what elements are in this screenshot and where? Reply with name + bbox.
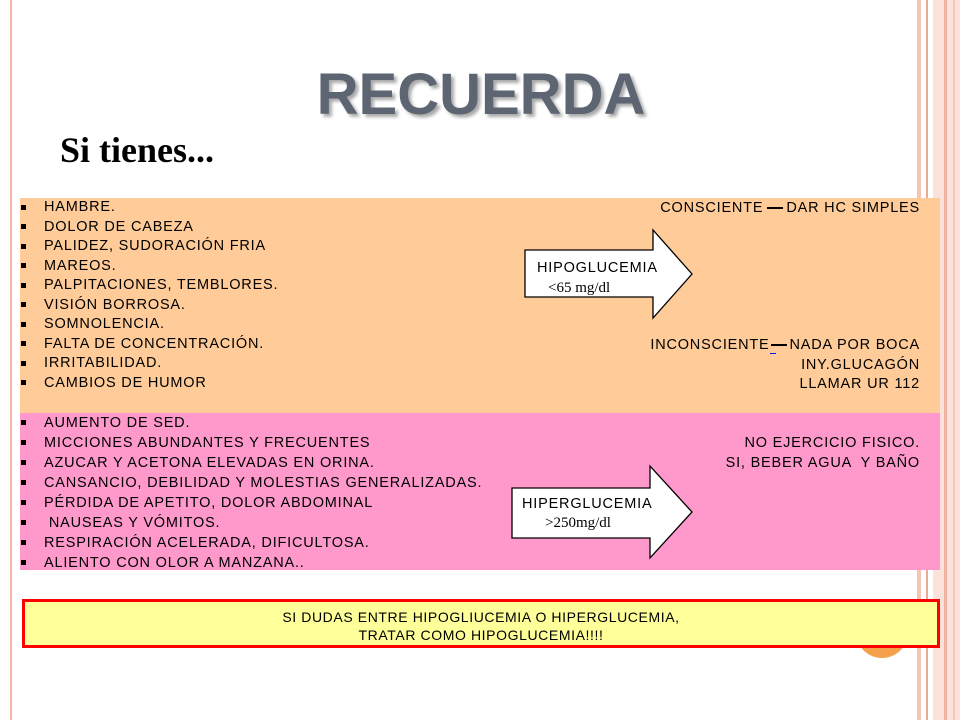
square-bullet-icon xyxy=(21,243,26,249)
symptom-text: AUMENTO DE SED. xyxy=(44,415,191,431)
square-bullet-icon xyxy=(21,480,26,485)
square-bullet-icon xyxy=(21,360,26,366)
symptom-text: ALIENTO CON OLOR A MANZANA.. xyxy=(44,555,305,571)
conscious-label: CONSCIENTE xyxy=(660,200,764,216)
conscious-action: DAR HC SIMPLES xyxy=(786,200,920,216)
symptom-item: MAREOS. xyxy=(20,257,278,277)
symptom-text: PALIDEZ, SUDORACIÓN FRIA xyxy=(44,238,266,254)
square-bullet-icon xyxy=(21,520,26,525)
arrow-label: HIPERGLUCEMIA xyxy=(522,496,652,512)
symptom-text: CANSANCIO, DEBILIDAD Y MOLESTIAS GENERAL… xyxy=(44,475,483,491)
square-bullet-icon xyxy=(21,420,26,425)
symptom-item: PALPITACIONES, TEMBLORES. xyxy=(20,276,278,296)
hypoglycemia-symptom-list: HAMBRE. DOLOR DE CABEZA PALIDEZ, SUDORAC… xyxy=(20,198,278,393)
symptom-item: MICCIONES ABUNDANTES Y FRECUENTES xyxy=(20,433,482,453)
symptom-text: DOLOR DE CABEZA xyxy=(44,218,194,235)
square-bullet-icon xyxy=(21,540,26,545)
warning-line: SI DUDAS ENTRE HIPOGLIUCEMIA O HIPERGLUC… xyxy=(282,609,680,625)
symptom-text: AZUCAR Y ACETONA ELEVADAS EN ORINA. xyxy=(44,455,375,471)
unconscious-step: INY.GLUCAGÓN xyxy=(801,357,920,373)
conscious-instruction: CONSCIENTE DAR HC SIMPLES xyxy=(660,198,920,218)
symptom-item: ALIENTO CON OLOR A MANZANA.. xyxy=(20,553,482,573)
symptom-text: NAUSEAS Y VÓMITOS. xyxy=(44,515,221,531)
arrow-shape xyxy=(511,464,693,560)
hyperglycemia-advice: SI, BEBER AGUA Y BAÑO xyxy=(725,455,920,471)
unconscious-step: LLAMAR UR 112 xyxy=(799,376,920,392)
square-bullet-icon xyxy=(21,321,26,327)
arrow-shape xyxy=(524,228,693,320)
symptom-text: MICCIONES ABUNDANTES Y FRECUENTES xyxy=(44,435,371,451)
symptom-item: HAMBRE. xyxy=(20,198,278,218)
square-bullet-icon xyxy=(21,224,26,230)
symptom-item: PALIDEZ, SUDORACIÓN FRIA xyxy=(20,237,278,257)
border-stripe xyxy=(944,0,947,720)
symptom-item: DOLOR DE CABEZA xyxy=(20,218,278,238)
symptom-item: FALTA DE CONCENTRACIÓN. xyxy=(20,335,278,355)
warning-line: TRATAR COMO HIPOGLUCEMIA!!!! xyxy=(358,627,604,643)
symptom-text: HAMBRE. xyxy=(44,199,116,215)
arrow-threshold: <65 mg/dl xyxy=(548,280,610,296)
link-underline-mark xyxy=(769,353,776,355)
connector-line xyxy=(767,207,784,210)
warning-box: SI DUDAS ENTRE HIPOGLIUCEMIA O HIPERGLUC… xyxy=(22,599,940,648)
symptom-text: CAMBIOS DE HUMOR xyxy=(44,374,207,391)
symptom-item: AUMENTO DE SED. xyxy=(20,413,482,433)
square-bullet-icon xyxy=(21,500,26,505)
symptom-item: PÉRDIDA DE APETITO, DOLOR ABDOMINAL xyxy=(20,493,482,513)
symptom-item: VISIÓN BORROSA. xyxy=(20,296,278,316)
slide-title: RECUERDA xyxy=(316,62,646,127)
hyperglycemia-advice: NO EJERCICIO FISICO. xyxy=(744,435,920,451)
symptom-text: MAREOS. xyxy=(44,257,117,274)
square-bullet-icon xyxy=(21,263,26,269)
symptom-item: CANSANCIO, DEBILIDAD Y MOLESTIAS GENERAL… xyxy=(20,473,482,493)
symptom-text: SOMNOLENCIA. xyxy=(44,316,165,332)
symptom-text: FALTA DE CONCENTRACIÓN. xyxy=(44,335,265,352)
square-bullet-icon xyxy=(21,560,26,565)
symptom-item: CAMBIOS DE HUMOR xyxy=(20,374,278,394)
symptom-text: RESPIRACIÓN ACELERADA, DIFICULTOSA. xyxy=(44,535,370,551)
hyperglycemia-arrow: HIPERGLUCEMIA >250mg/dl xyxy=(511,464,693,560)
symptom-item: NAUSEAS Y VÓMITOS. xyxy=(20,513,482,533)
unconscious-label: INCONSCIENTE xyxy=(650,337,770,353)
symptom-text: PALPITACIONES, TEMBLORES. xyxy=(44,277,279,293)
square-bullet-icon xyxy=(21,440,26,445)
border-stripe xyxy=(953,0,955,720)
symptom-item: SOMNOLENCIA. xyxy=(20,315,278,335)
square-bullet-icon xyxy=(21,302,26,308)
unconscious-instruction: INCONSCIENTE NADA POR BOCA xyxy=(650,335,920,355)
hypoglycemia-arrow: HIPOGLUCEMIA <65 mg/dl xyxy=(524,228,693,320)
left-border-line xyxy=(10,0,12,720)
square-bullet-icon xyxy=(21,380,26,386)
hypoglycemia-panel: HAMBRE. DOLOR DE CABEZA PALIDEZ, SUDORAC… xyxy=(20,198,940,413)
square-bullet-icon xyxy=(21,460,26,465)
square-bullet-icon xyxy=(21,204,26,210)
hyperglycemia-symptom-list: AUMENTO DE SED. MICCIONES ABUNDANTES Y F… xyxy=(20,413,482,573)
symptom-text: VISIÓN BORROSA. xyxy=(44,296,186,313)
hyperglycemia-panel: AUMENTO DE SED. MICCIONES ABUNDANTES Y F… xyxy=(20,413,940,573)
unconscious-action: NADA POR BOCA xyxy=(789,337,920,353)
symptom-item: RESPIRACIÓN ACELERADA, DIFICULTOSA. xyxy=(20,533,482,553)
connector-line xyxy=(769,344,787,355)
symptom-item: IRRITABILIDAD. xyxy=(20,354,278,374)
arrow-label: HIPOGLUCEMIA xyxy=(537,260,658,276)
symptom-text: IRRITABILIDAD. xyxy=(44,355,163,371)
square-bullet-icon xyxy=(21,341,26,347)
symptom-text: PÉRDIDA DE APETITO, DOLOR ABDOMINAL xyxy=(44,495,374,511)
arrow-threshold: >250mg/dl xyxy=(545,515,611,531)
square-bullet-icon xyxy=(21,282,26,288)
slide-subtitle: Si tienes... xyxy=(60,130,215,170)
symptom-item: AZUCAR Y ACETONA ELEVADAS EN ORINA. xyxy=(20,453,482,473)
